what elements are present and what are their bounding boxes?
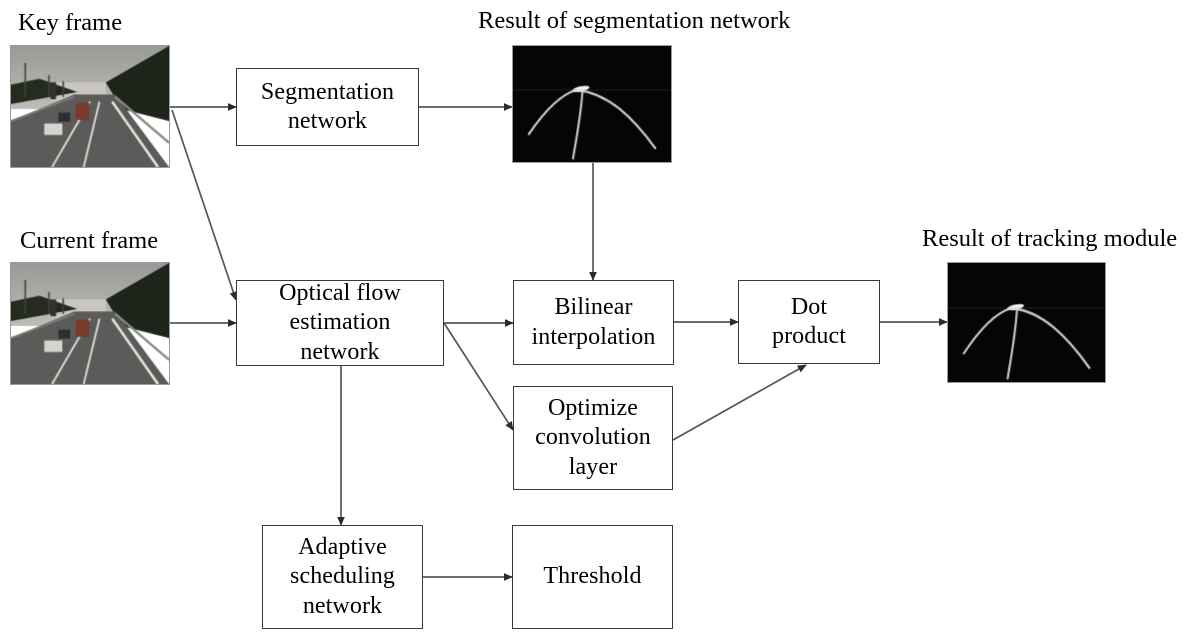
thumbnail-key-frame-image: [10, 45, 170, 168]
node-label: Threshold: [543, 563, 642, 590]
caption-current-frame: Current frame: [20, 227, 159, 254]
edge-optimize-to-dot-product: [672, 364, 807, 441]
node-label: Bilinear interpolation: [531, 294, 656, 350]
node-label: Optimize convolution layer: [535, 395, 651, 480]
node-label: Adaptive scheduling network: [290, 534, 395, 619]
node-label: Optical flow estimation network: [279, 280, 401, 365]
thumbnail-current-frame-image: [10, 262, 170, 385]
node-label: Dot product: [771, 293, 846, 349]
node-bilinear-interpolation[interactable]: Bilinear interpolation: [513, 280, 674, 365]
node-adaptive-scheduling-network[interactable]: Adaptive scheduling network: [262, 525, 423, 629]
node-segmentation-network[interactable]: Segmentation network: [236, 68, 419, 146]
caption-result-of-segmentation-network: Result of segmentation network: [478, 7, 791, 34]
node-threshold[interactable]: Threshold: [512, 525, 673, 629]
caption-result-of-tracking-module: Result of tracking module: [922, 225, 1178, 252]
edge-key-frame-to-optical-flow: [171, 109, 238, 301]
node-label: Segmentation network: [260, 78, 395, 134]
node-optical-flow-estimation-network[interactable]: Optical flow estimation network: [236, 280, 444, 366]
thumbnail-segmentation-result-image: [512, 45, 672, 163]
caption-key-frame: Key frame: [18, 9, 123, 36]
thumbnail-tracking-result-image: [947, 262, 1106, 383]
node-dot-product[interactable]: Dot product: [738, 280, 880, 364]
node-optimize-convolution-layer[interactable]: Optimize convolution layer: [513, 386, 673, 490]
edge-optical-flow-to-optimize: [443, 322, 514, 431]
